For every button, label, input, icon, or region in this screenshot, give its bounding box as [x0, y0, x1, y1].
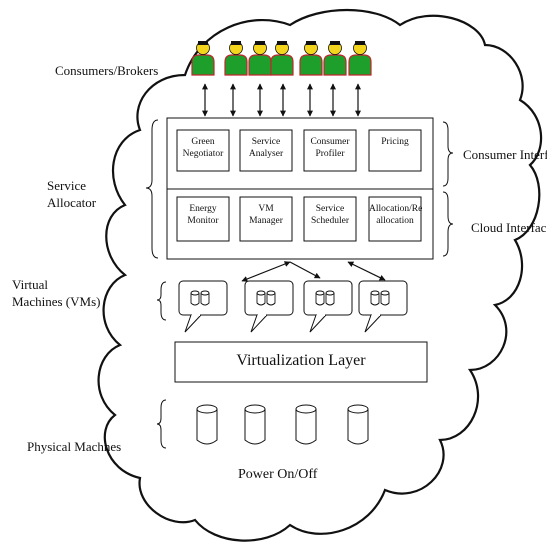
physical-machines-label: Physical Machnes	[27, 439, 122, 454]
cloud-interface-brace	[442, 191, 454, 257]
cloud-interface-module-line2: Scheduler	[311, 216, 349, 226]
cloud-interface-module-box	[176, 196, 230, 242]
cloud-interface-module-box	[303, 196, 357, 242]
cloud-interface-module-box	[368, 196, 422, 242]
consumer-person-icon	[299, 41, 323, 76]
consumer-interface-module-line1: Green	[191, 137, 215, 147]
database-icon	[256, 290, 276, 306]
consumer-interface-label: Consumer Interface	[463, 147, 547, 162]
vm-bubble	[358, 280, 408, 333]
cloud-interface-label: Cloud Interface	[471, 220, 547, 235]
virtualization-layer-label: Virtualization Layer	[236, 352, 366, 369]
database-icon	[315, 290, 335, 306]
consumers-brokers-label: Consumers/Brokers	[55, 63, 159, 78]
consumer-figures	[191, 41, 372, 76]
cloud-interface-module-line2: allocation	[376, 216, 414, 226]
cylinder-icon	[295, 404, 317, 445]
cloud-interface-module-line1: Allocation/Re	[369, 204, 423, 214]
cloud-outline	[97, 8, 543, 542]
cloud-interface-module-line1: Service	[315, 204, 345, 214]
consumer-interface-module-box	[303, 129, 357, 172]
physical-brace	[156, 399, 167, 449]
consumer-interface-module-box	[176, 129, 230, 172]
consumer-interface-module-box	[368, 129, 422, 172]
consumer-person-icon	[191, 41, 215, 76]
consumer-interface-module-box	[239, 129, 293, 172]
consumer-interface-module-line1: Service	[251, 137, 281, 147]
consumer-interface-module-line2: Negotiator	[182, 149, 224, 159]
consumer-interface-module-line2: Analyser	[248, 149, 284, 159]
vm-arrow-2	[289, 261, 321, 279]
cloud-interface-module-line2: Manager	[249, 216, 283, 226]
cloud-interface-module-line1: VM	[258, 204, 274, 214]
cloud-interface-module-line2: Monitor	[187, 216, 219, 226]
consumer-interface-module-line1: Consumer	[310, 137, 350, 147]
vm-arrow-3	[347, 261, 386, 281]
vm-arrow-1	[241, 261, 291, 282]
vm-bubble	[178, 280, 228, 333]
service-allocator-label-2: Allocator	[47, 195, 97, 210]
consumer-interface-module-line1: Pricing	[381, 137, 409, 147]
consumer-person-icon	[224, 41, 248, 76]
virtual-machines-label-1: Virtual	[12, 277, 49, 292]
cylinder-icon	[196, 404, 218, 445]
database-icon	[370, 290, 390, 306]
virtual-machines-label-2: Machines (VMs)	[12, 294, 101, 309]
consumer-person-icon	[323, 41, 347, 76]
consumer-person-icon	[248, 41, 272, 76]
consumer-arrows	[202, 83, 361, 117]
cylinder-icon	[347, 404, 369, 445]
consumer-person-icon	[270, 41, 294, 76]
consumer-person-icon	[348, 41, 372, 76]
physical-machines	[196, 404, 369, 445]
service-allocator-label-1: Service	[47, 178, 86, 193]
cloud-interface-module-box	[239, 196, 293, 242]
virtualization-layer-box	[174, 341, 428, 383]
cylinder-icon	[244, 404, 266, 445]
database-icon	[190, 290, 210, 306]
cloud-interface-module-label: VM Manager	[240, 203, 292, 227]
consumer-interface-module-label: Pricing	[369, 136, 421, 148]
vm-bubble	[303, 280, 353, 333]
vm-bubbles	[178, 280, 408, 333]
module-boxes	[176, 129, 422, 242]
vm-bubble	[244, 280, 294, 333]
consumer-interface-module-line2: Profiler	[315, 149, 345, 159]
service-allocator-brace	[145, 119, 159, 259]
cloud-interface-module-label: Allocation/Re allocation	[369, 203, 423, 227]
vm-brace	[156, 281, 167, 321]
power-label: Power On/Off	[238, 467, 318, 482]
cloud-interface-module-line1: Energy	[189, 204, 217, 214]
consumer-interface-brace	[442, 121, 454, 187]
